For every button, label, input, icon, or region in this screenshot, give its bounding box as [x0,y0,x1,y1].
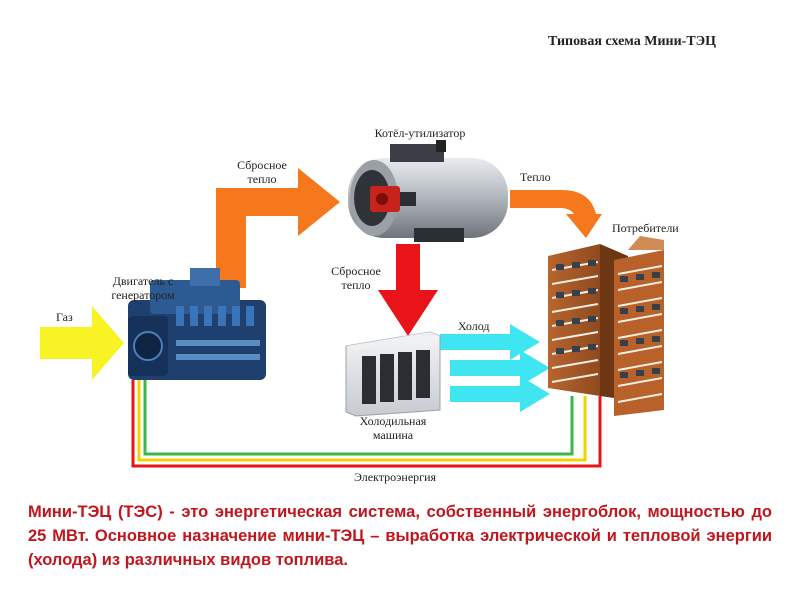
boiler-label: Котёл-утилизатор [374,126,466,140]
exhaust-heat-arrow-2 [378,244,438,336]
building-icon [548,236,664,416]
electricity-label: Электроэнергия [353,470,437,484]
gas-arrow [40,306,124,380]
chiller-label-line1: Холодильная [359,414,427,428]
exhaust-heat-label-2: Сбросное тепло [318,264,394,292]
exhaust-heat-label-1-line2: тепло [247,172,277,186]
cold-arrows [440,324,550,412]
chiller-icon [345,331,441,417]
exhaust-heat-label-2-line1: Сбросное [331,264,381,278]
cold-arrow-1 [440,324,540,360]
gas-label: Газ [56,310,73,324]
exhaust-heat-arrow-1 [216,168,340,288]
engine-label-line2: генератором [111,288,175,302]
electric-line-yellow [137,380,587,462]
boiler-icon [348,140,508,242]
engine-label-line1: Двигатель с [112,274,174,288]
description-text: Мини-ТЭЦ (ТЭС) - это энергетическая сист… [28,503,772,569]
engine-generator-icon [128,268,266,380]
heat-label: Тепло [520,170,551,184]
diagram-title: Типовая схема Мини-ТЭЦ [548,34,717,49]
electric-line-green [143,380,574,456]
heat-arrow [510,190,602,238]
cold-label: Холод [458,319,490,333]
electricity-lines [131,380,602,468]
electric-line-red [131,380,602,468]
chiller-label-line2: машина [372,428,414,442]
exhaust-heat-label-2-line2: тепло [341,278,371,292]
exhaust-heat-label-1-line1: Сбросное [237,158,287,172]
cold-arrow-3 [450,376,550,412]
chiller-label: Холодильная машина [343,414,443,442]
cold-arrow-2 [450,350,550,386]
exhaust-heat-label-1: Сбросное тепло [222,158,302,186]
engine-label: Двигатель с генератором [88,274,198,302]
consumers-label: Потребители [612,221,679,235]
